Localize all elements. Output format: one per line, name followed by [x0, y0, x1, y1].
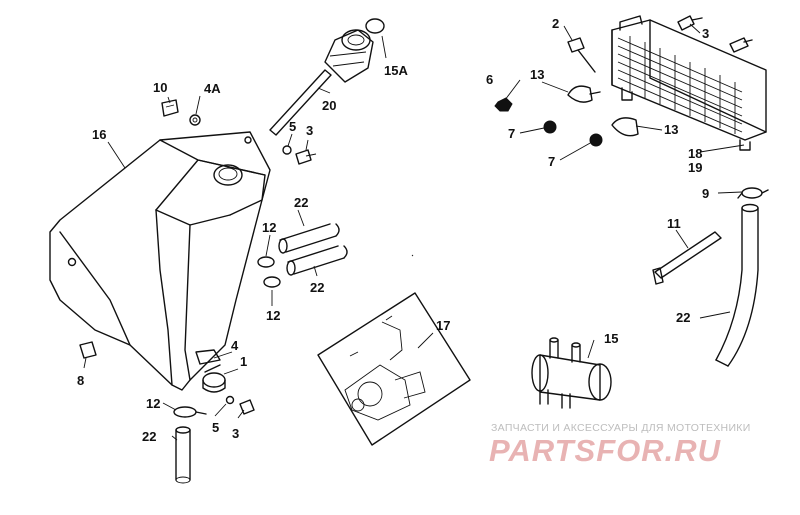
- callout-1: 1: [240, 354, 247, 369]
- callout-12: 12: [262, 220, 276, 235]
- callout-7: 7: [548, 154, 555, 169]
- oil-filter-15: [531, 337, 612, 409]
- callout-19: 19: [688, 160, 702, 175]
- callout-5: 5: [289, 119, 296, 134]
- callout-8: 8: [77, 373, 84, 388]
- bolt-2: [567, 37, 596, 73]
- nut-7-b: [589, 133, 603, 147]
- callout-6: 6: [486, 72, 493, 87]
- callout-2: 2: [552, 16, 559, 31]
- hose-pair-22: [278, 223, 348, 276]
- callout-22: 22: [310, 280, 324, 295]
- oil-cooler-18: [611, 15, 767, 151]
- callout-22: 22: [676, 310, 690, 325]
- nut-7-a: [543, 120, 557, 134]
- callout-18: 18: [688, 146, 702, 161]
- callout-4a: 4A: [204, 81, 221, 96]
- callout-12: 12: [146, 396, 160, 411]
- clamp-9: [737, 187, 769, 199]
- bolt-3-upper: [282, 145, 317, 165]
- breather-20: [269, 18, 385, 136]
- oil-tank: [49, 131, 271, 391]
- callout-11: 11: [667, 216, 681, 231]
- callout-16: 16: [92, 127, 106, 142]
- bracket-10: [161, 99, 179, 117]
- leader-lines: [83, 23, 745, 441]
- callout-13: 13: [664, 122, 678, 137]
- callout-13: 13: [530, 67, 544, 82]
- callout-15a: 15A: [384, 63, 408, 78]
- clamp-12-upper: [257, 256, 275, 268]
- callout-labels: 2 3 3 3 4A 4 1 5 5 6 7 7 8 9 10 11 12 12…: [77, 16, 709, 444]
- callout-7: 7: [508, 126, 515, 141]
- callout-22: 22: [142, 429, 156, 444]
- callout-9: 9: [702, 186, 709, 201]
- callout-17: 17: [436, 318, 450, 333]
- callout-3: 3: [232, 426, 239, 441]
- callout-3: 3: [306, 123, 313, 138]
- callout-5: 5: [212, 420, 219, 435]
- bolts-3-cooler: [677, 15, 753, 53]
- callout-10: 10: [153, 80, 167, 95]
- nut-6: [494, 97, 513, 112]
- callout-20: 20: [322, 98, 336, 113]
- clamp-13-lower: [611, 117, 639, 137]
- hose-22-lower: [175, 426, 191, 484]
- clamp-12-lower: [173, 406, 207, 418]
- clamp-13-upper: [567, 85, 601, 103]
- callout-22: 22: [294, 195, 308, 210]
- clamp-12-mid: [263, 276, 281, 288]
- callout-12: 12: [266, 308, 280, 323]
- grommet-8: [79, 341, 97, 359]
- washer-4a: [189, 114, 201, 126]
- callout-15: 15: [604, 331, 618, 346]
- hose-22-cooler: [715, 203, 759, 367]
- drain-plug-1: [202, 364, 226, 393]
- watermark-tagline: ЗАПЧАСТИ И АКСЕССУАРЫ ДЛЯ МОТОТЕХНИКИ: [491, 422, 751, 434]
- callout-4: 4: [231, 338, 239, 353]
- callout-3: 3: [702, 26, 709, 41]
- decal-17: [317, 292, 471, 446]
- strap-11: [652, 231, 722, 285]
- watermark-logo[interactable]: PARTSFOR.RU: [489, 433, 722, 468]
- bolt-3-lower: [225, 395, 255, 415]
